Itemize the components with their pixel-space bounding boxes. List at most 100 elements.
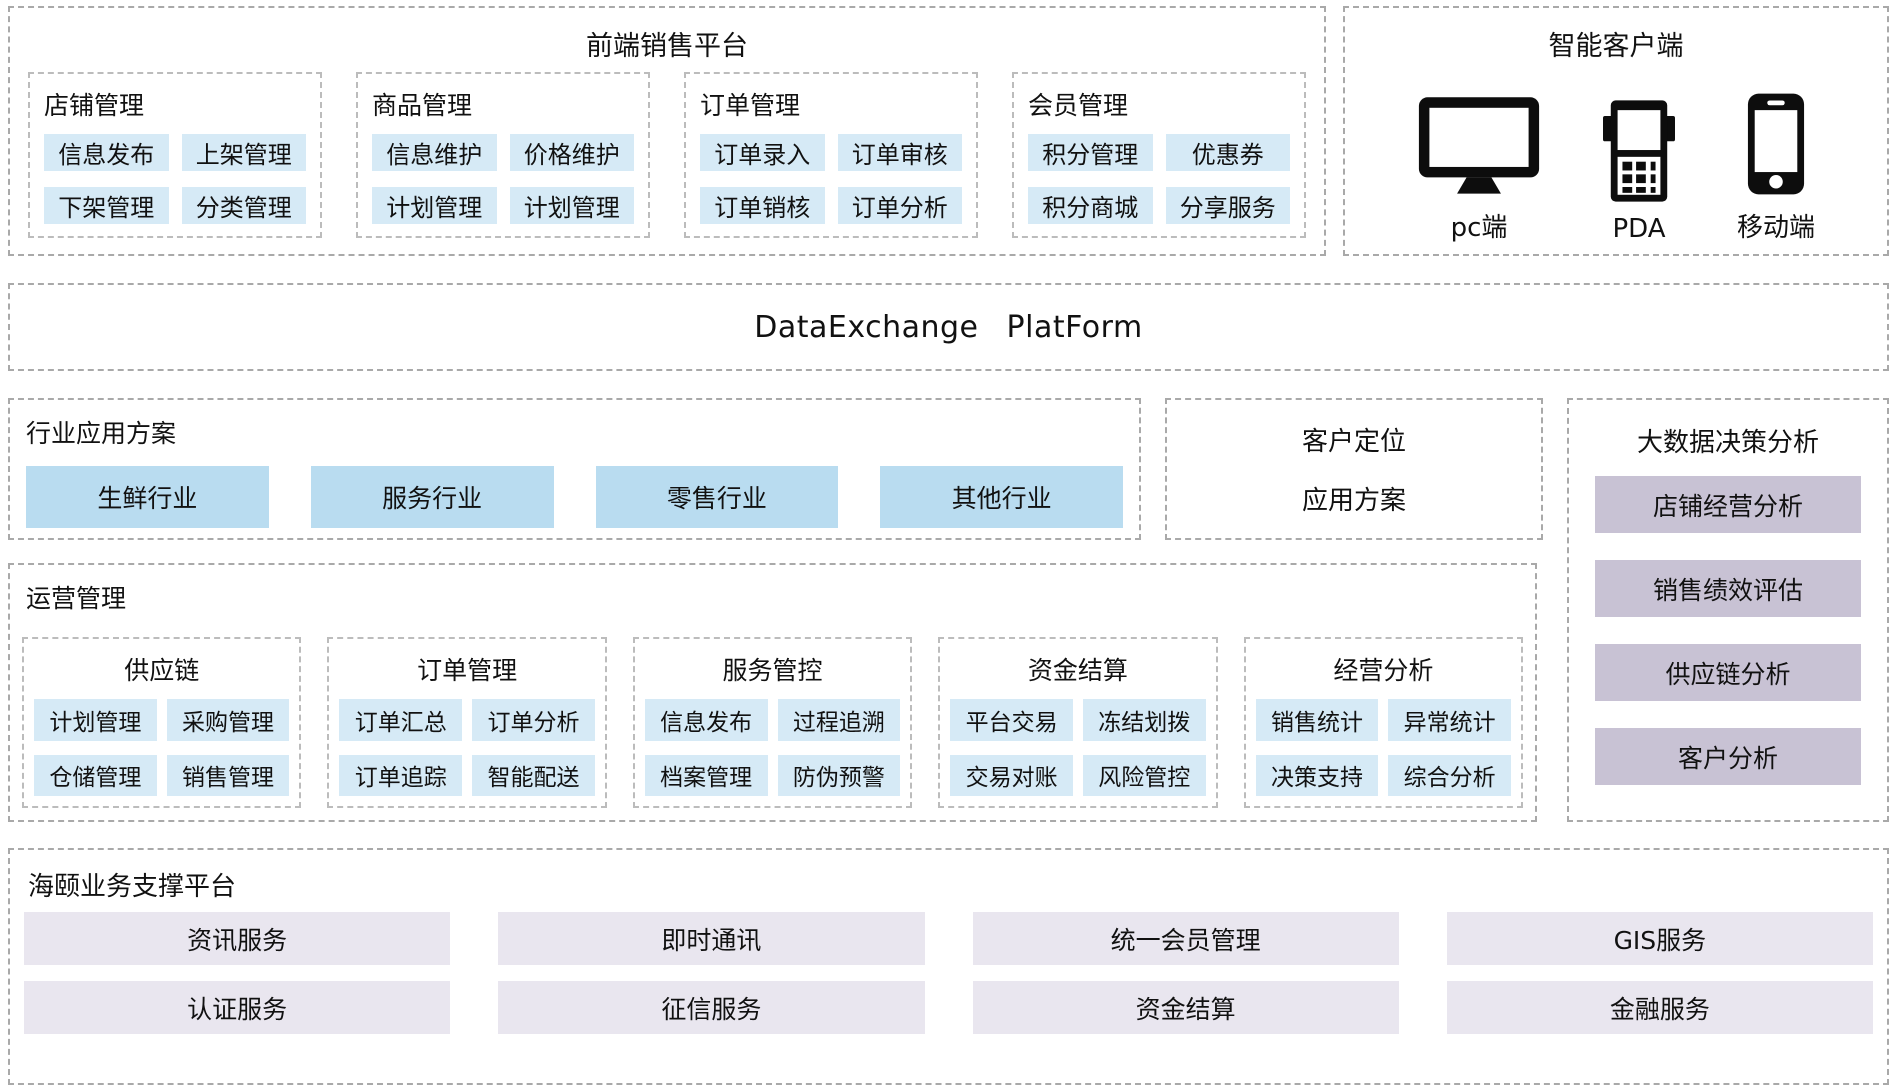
operations-management-panel: 运营管理 供应链 计划管理 采购管理 仓储管理 销售管理 订单管理 订单汇总 订…	[8, 563, 1537, 822]
group-title: 会员管理	[1028, 91, 1129, 120]
group-store-management: 店铺管理 信息发布 上架管理 下架管理 分类管理	[28, 72, 322, 238]
industry-chip: 服务行业	[310, 466, 554, 528]
feature-chip: 档案管理	[644, 754, 768, 796]
service-bar: 金融服务	[1446, 981, 1873, 1034]
device-pc: pc端	[1417, 74, 1541, 244]
device-pda: PDA	[1602, 74, 1675, 244]
chip-grid: 订单录入 订单审核 订单销核 订单分析	[700, 134, 962, 224]
group-order-management-ops: 订单管理 订单汇总 订单分析 订单追踪 智能配送	[327, 637, 607, 808]
group-service-control: 服务管控 信息发布 过程追溯 档案管理 防伪预警	[632, 637, 913, 808]
feature-chip: 订单分析	[472, 699, 595, 741]
bigdata-chip-list: 店铺经营分析 销售绩效评估 供应链分析 客户分析	[1595, 476, 1861, 785]
feature-chip: 异常统计	[1388, 699, 1512, 741]
device-list: pc端	[1355, 74, 1877, 244]
service-bar-row: 资讯服务 即时通讯 统一会员管理 GIS服务	[24, 912, 1873, 965]
chip-grid: 平台交易 冻结划拨 交易对账 风险管控	[950, 699, 1206, 796]
feature-chip: 销售统计	[1255, 699, 1379, 741]
feature-chip: 信息维护	[372, 134, 497, 171]
customer-positioning-panel: 客户定位 应用方案	[1165, 398, 1543, 540]
band-title: DataExchange PlatForm	[754, 309, 1143, 345]
group-title: 资金结算	[1027, 656, 1128, 685]
group-title: 供应链	[124, 656, 200, 685]
group-supply-chain: 供应链 计划管理 采购管理 仓储管理 销售管理	[22, 637, 302, 808]
group-title: 店铺管理	[44, 91, 145, 120]
operations-groups: 供应链 计划管理 采购管理 仓储管理 销售管理 订单管理 订单汇总 订单分析 订…	[22, 637, 1524, 808]
feature-chip: 风险管控	[1082, 754, 1206, 796]
feature-chip: 信息发布	[44, 134, 169, 171]
chip-grid: 信息维护 价格维护 计划管理 计划管理	[372, 134, 634, 224]
device-mobile: 移动端	[1737, 74, 1815, 244]
analysis-chip: 店铺经营分析	[1595, 476, 1861, 533]
service-bar: 资讯服务	[24, 912, 451, 965]
industry-solutions-panel: 行业应用方案 生鲜行业 服务行业 零售行业 其他行业	[8, 398, 1141, 540]
feature-chip: 计划管理	[509, 187, 634, 224]
industry-chip-row: 生鲜行业 服务行业 零售行业 其他行业	[26, 466, 1123, 528]
feature-chip: 综合分析	[1388, 754, 1512, 796]
feature-chip: 积分管理	[1028, 134, 1153, 171]
chip-grid: 计划管理 采购管理 仓储管理 销售管理	[34, 699, 290, 796]
feature-chip: 决策支持	[1255, 754, 1379, 796]
feature-chip: 仓储管理	[34, 754, 157, 796]
panel-title: 大数据决策分析	[1636, 428, 1819, 458]
chip-grid: 销售统计 异常统计 决策支持 综合分析	[1255, 699, 1512, 796]
service-bar: GIS服务	[1446, 912, 1873, 965]
panel-title: 海颐业务支撑平台	[28, 872, 237, 902]
device-label: 移动端	[1736, 213, 1815, 243]
group-business-analysis: 经营分析 销售统计 异常统计 决策支持 综合分析	[1243, 637, 1524, 808]
feature-chip: 订单汇总	[339, 699, 463, 741]
bigdata-analysis-panel: 大数据决策分析 店铺经营分析 销售绩效评估 供应链分析 客户分析	[1567, 398, 1889, 822]
service-bar-rows: 资讯服务 即时通讯 统一会员管理 GIS服务 认证服务 征信服务 资金结算 金融…	[24, 912, 1873, 1034]
support-platform-panel: 海颐业务支撑平台 资讯服务 即时通讯 统一会员管理 GIS服务 认证服务 征信服…	[8, 848, 1889, 1085]
group-order-management: 订单管理 订单录入 订单审核 订单销核 订单分析	[684, 72, 978, 238]
chip-grid: 订单汇总 订单分析 订单追踪 智能配送	[339, 699, 595, 796]
group-member-management: 会员管理 积分管理 优惠券 积分商城 分享服务	[1012, 72, 1306, 238]
industry-chip: 生鲜行业	[26, 466, 269, 528]
feature-chip: 积分商城	[1028, 187, 1153, 224]
smartphone-icon	[1746, 85, 1806, 195]
feature-chip: 分类管理	[181, 187, 306, 224]
feature-chip: 上架管理	[181, 134, 306, 171]
group-title: 商品管理	[372, 91, 473, 120]
feature-chip: 采购管理	[166, 699, 290, 741]
service-bar: 即时通讯	[498, 912, 925, 965]
feature-chip: 平台交易	[950, 699, 1073, 741]
device-label: pc端	[1450, 213, 1508, 243]
group-title: 订单管理	[417, 656, 518, 685]
frontend-sales-platform-panel: 前端销售平台 店铺管理 信息发布 上架管理 下架管理 分类管理 商品管理 信息维…	[8, 6, 1326, 256]
service-bar-row: 认证服务 征信服务 资金结算 金融服务	[24, 981, 1873, 1034]
group-fund-settlement: 资金结算 平台交易 冻结划拨 交易对账 风险管控	[938, 637, 1218, 808]
feature-chip: 智能配送	[472, 754, 595, 796]
feature-chip: 下架管理	[44, 187, 169, 224]
industry-chip: 其他行业	[880, 466, 1123, 528]
analysis-chip: 销售绩效评估	[1595, 560, 1861, 617]
panel-title: 智能客户端	[1548, 31, 1684, 62]
chip-grid: 积分管理 优惠券 积分商城 分享服务	[1028, 134, 1290, 224]
feature-chip: 销售管理	[166, 754, 290, 796]
feature-chip: 信息发布	[644, 699, 768, 741]
feature-chip: 优惠券	[1165, 134, 1290, 171]
service-bar: 认证服务	[24, 981, 451, 1034]
group-title: 订单管理	[700, 91, 801, 120]
data-exchange-platform-band: DataExchange PlatForm	[8, 283, 1889, 371]
chip-grid: 信息发布 过程追溯 档案管理 防伪预警	[644, 699, 901, 796]
analysis-chip: 供应链分析	[1595, 644, 1861, 701]
group-title: 经营分析	[1333, 656, 1434, 685]
smart-clients-panel: 智能客户端 pc端	[1343, 6, 1889, 256]
chip-grid: 信息发布 上架管理 下架管理 分类管理	[44, 134, 306, 224]
feature-chip: 订单销核	[700, 187, 825, 224]
group-product-management: 商品管理 信息维护 价格维护 计划管理 计划管理	[356, 72, 650, 238]
group-title: 服务管控	[722, 656, 823, 685]
device-label: PDA	[1612, 214, 1666, 244]
feature-chip: 计划管理	[372, 187, 497, 224]
feature-chip: 交易对账	[950, 754, 1073, 796]
feature-chip: 计划管理	[34, 699, 157, 741]
feature-chip: 价格维护	[509, 134, 634, 171]
service-bar: 资金结算	[972, 981, 1399, 1034]
frontend-groups: 店铺管理 信息发布 上架管理 下架管理 分类管理 商品管理 信息维护 价格维护 …	[28, 72, 1306, 238]
panel-title: 运营管理	[26, 584, 127, 613]
feature-chip: 防伪预警	[777, 754, 901, 796]
panel-title: 行业应用方案	[26, 419, 177, 448]
desktop-icon	[1417, 85, 1541, 195]
panel-title: 前端销售平台	[586, 31, 748, 62]
